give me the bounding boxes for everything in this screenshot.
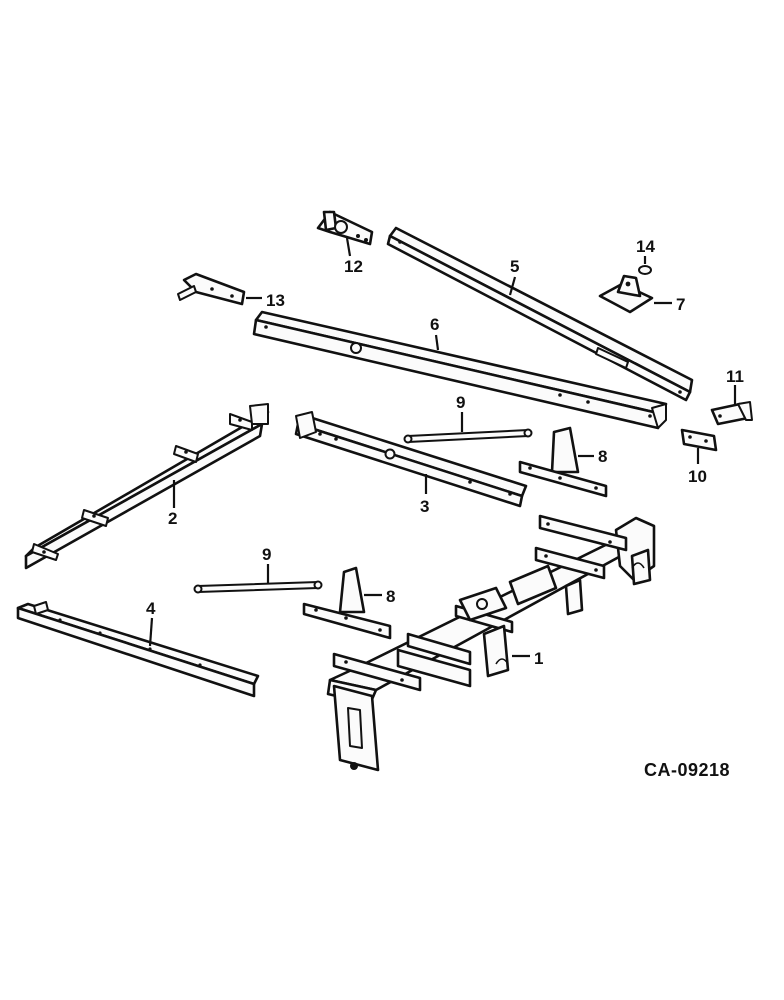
callout-8-upper: 8 (598, 447, 607, 466)
part-7-mount-plate (598, 274, 654, 314)
leader-5 (508, 276, 517, 296)
leader-4 (148, 617, 154, 647)
part-9-rod-upper (403, 428, 533, 444)
callout-10: 10 (688, 467, 707, 486)
part-12-bracket (316, 210, 374, 246)
callout-3: 3 (420, 497, 429, 516)
callout-9-upper: 9 (456, 393, 465, 412)
part-2-frame-bar (24, 403, 270, 570)
callout-6: 6 (430, 315, 439, 334)
part-10-bracket (680, 428, 718, 452)
callout-9-lower: 9 (262, 545, 271, 564)
drawing-id: CA-09218 (644, 760, 730, 780)
part-9-rod-lower (193, 580, 323, 594)
callout-14: 14 (636, 237, 655, 256)
part-6-tube-bar (252, 310, 668, 430)
callout-11: 11 (726, 367, 744, 386)
leader-6 (434, 334, 440, 351)
leader-12 (345, 237, 352, 257)
callout-12: 12 (344, 257, 363, 276)
callout-2: 2 (168, 509, 177, 528)
part-11-bracket (710, 401, 753, 426)
callout-8-lower: 8 (386, 587, 395, 606)
callout-4: 4 (146, 599, 156, 618)
part-4-angle-iron (16, 601, 260, 698)
part-8-gusset-upper (518, 426, 608, 498)
callout-7: 7 (676, 295, 685, 314)
callout-1: 1 (534, 649, 543, 668)
part-8-gusset-lower (302, 566, 392, 640)
callout-13: 13 (266, 291, 285, 310)
part-13-bracket (177, 272, 246, 306)
callout-5: 5 (510, 257, 519, 276)
part-5-diagonal-bar (386, 226, 694, 402)
part-1-main-frame (326, 514, 656, 772)
part-14-nut (638, 265, 652, 275)
part-3-angle-bar (294, 411, 528, 508)
